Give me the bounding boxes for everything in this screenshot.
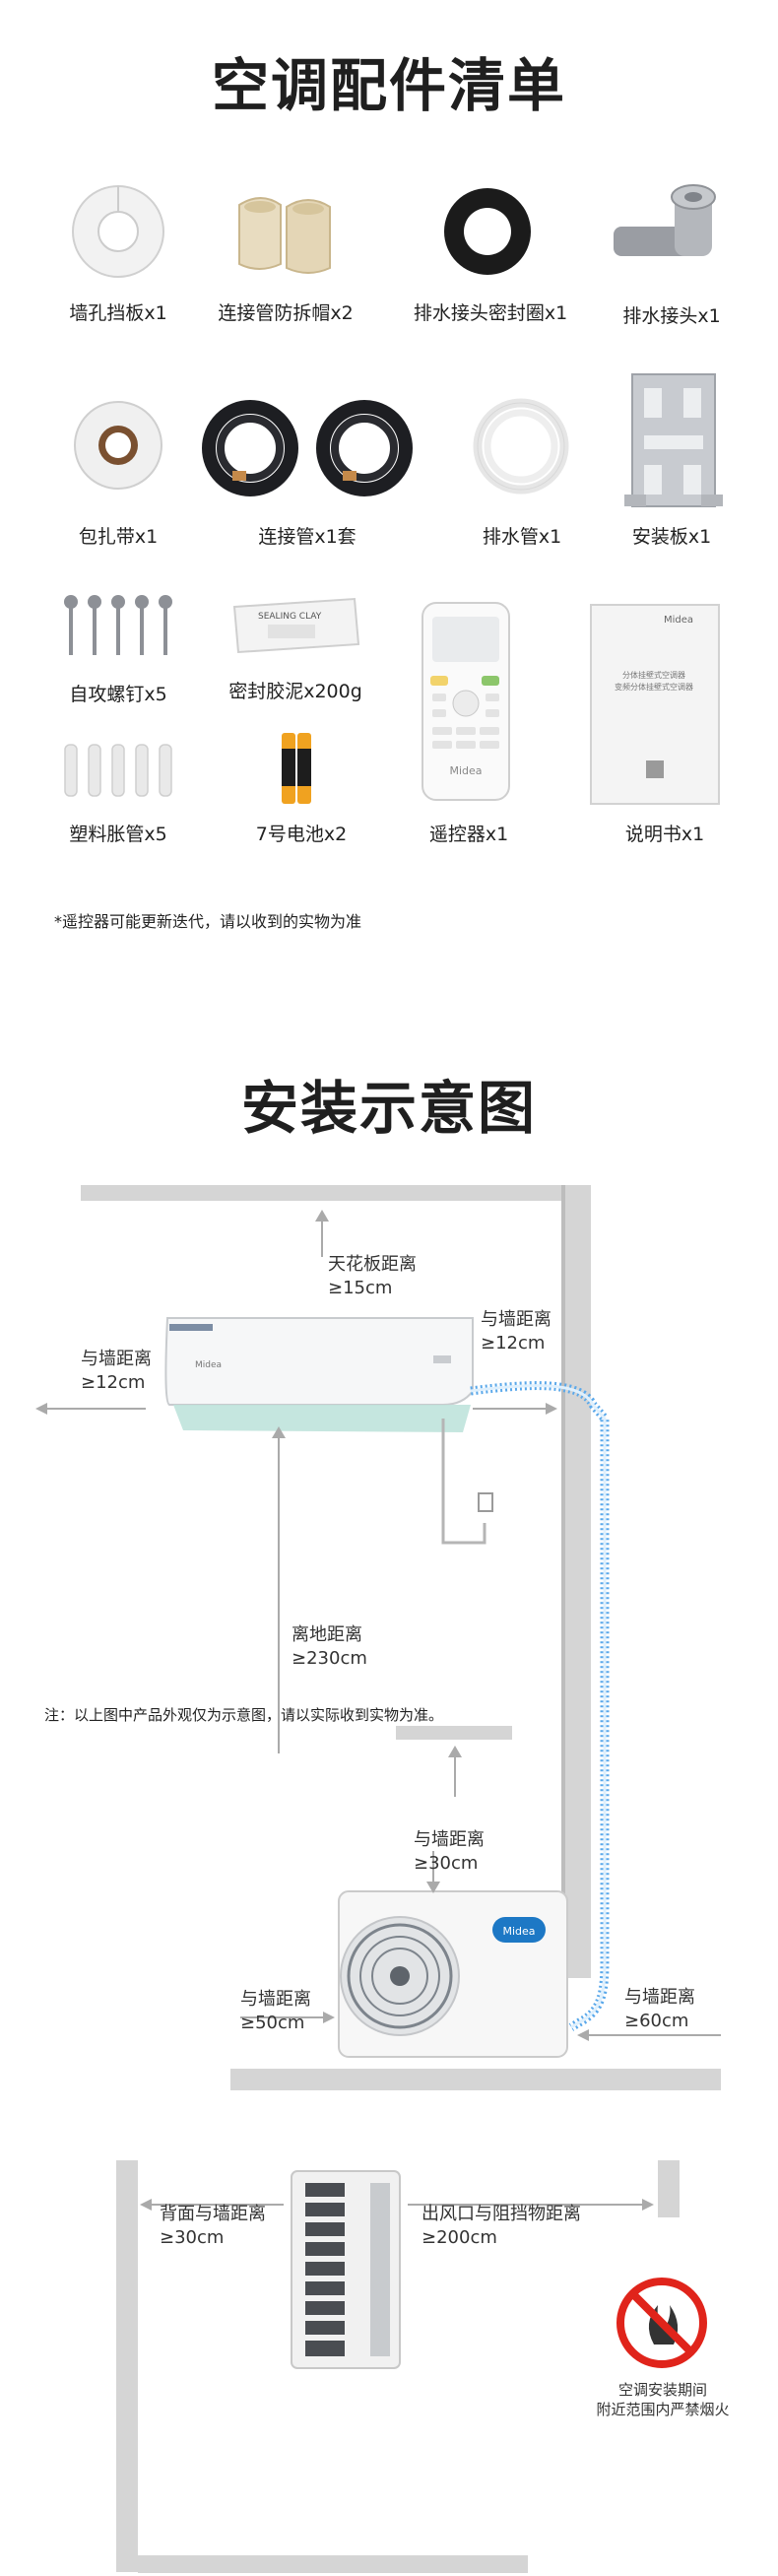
screws-icon — [64, 595, 172, 655]
manual-line-2: 变频分体挂壁式空调器 — [615, 682, 693, 692]
outlet-distance-label: 出风口与阻挡物距离≥200cm — [421, 2204, 581, 2248]
clay-packet-text: SEALING CLAY — [258, 612, 322, 622]
wall-hole-cover-icon — [72, 185, 164, 278]
manual-line-1: 分体挂壁式空调器 — [622, 670, 685, 680]
floor-distance-label: 离地距离≥230cm — [292, 1624, 367, 1669]
manual-brand: Midea — [664, 615, 693, 626]
drain-pipe-icon — [473, 398, 569, 495]
accessory-label-10: 密封胶泥x200g — [228, 681, 362, 702]
outdoor-right-distance-label: 与墙距离≥60cm — [624, 1987, 695, 2031]
back-wall-distance-label: 背面与墙距离≥30cm — [160, 2204, 266, 2248]
accessories-footnote: *遥控器可能更新迭代，请以收到的实物为准 — [54, 912, 362, 931]
accessory-label-6: 连接管x1套 — [258, 526, 357, 548]
accessory-label-14: 7号电池x2 — [255, 824, 348, 845]
accessory-label-5: 包扎带x1 — [78, 526, 159, 548]
accessory-label-4: 排水接头x1 — [622, 305, 721, 327]
anti-removal-cap-icon — [238, 197, 331, 274]
mounting-plate-icon — [624, 373, 723, 507]
seal-ring-icon — [444, 188, 531, 275]
accessory-label-2: 连接管防拆帽x2 — [218, 302, 354, 324]
accessory-label-1: 墙孔挡板x1 — [69, 302, 167, 324]
remote-brand: Midea — [449, 764, 482, 777]
remote-control-icon: Midea — [421, 602, 510, 801]
outdoor-brand: Midea — [502, 1925, 535, 1938]
outdoor-unit: Midea — [338, 1890, 568, 2058]
binding-tape-icon — [74, 401, 162, 490]
connecting-pipe-icon — [202, 400, 413, 496]
indoor-unit: Midea — [164, 1317, 474, 1432]
accessory-label-11: 遥控器x1 — [428, 824, 509, 845]
ceiling-distance-label: 天花板距离≥15cm — [328, 1254, 417, 1298]
outdoor-top-distance-label: 与墙距离≥30cm — [414, 1829, 485, 1874]
left-wall-distance-label: 与墙距离≥12cm — [81, 1349, 152, 1393]
accessory-label-13: 塑料胀管x5 — [69, 824, 167, 845]
no-fire-warning-icon — [616, 2278, 707, 2368]
outdoor-unit-side-view — [291, 2170, 401, 2369]
installation-diagram: Midea Midea — [35, 1185, 721, 2573]
accessory-label-8: 安装板x1 — [631, 526, 712, 548]
install-title: 安装示意图 — [240, 1075, 537, 1142]
manual-icon: Midea 分体挂壁式空调器 变频分体挂壁式空调器 — [590, 604, 720, 805]
no-fire-warning-text: 空调安装期间附近范围内严禁烟火 — [596, 2381, 730, 2418]
wall-plugs-icon — [64, 744, 172, 797]
drain-connector-icon — [614, 184, 716, 256]
accessory-label-3: 排水接头密封圈x1 — [413, 302, 568, 324]
indoor-brand: Midea — [195, 1360, 222, 1370]
accessory-label-12: 说明书x1 — [624, 824, 705, 845]
accessory-label-7: 排水管x1 — [482, 526, 562, 548]
diagram-note: 注：以上图中产品外观仅为示意图，请以实际收到实物为准。 — [44, 1706, 444, 1724]
battery-icon — [282, 733, 311, 804]
accessory-label-9: 自攻螺钉x5 — [69, 684, 167, 705]
outdoor-left-distance-label: 与墙距离≥50cm — [240, 1989, 311, 2033]
accessories-title: 空调配件清单 — [211, 52, 566, 119]
right-wall-distance-label: 与墙距离≥12cm — [481, 1309, 551, 1354]
sealing-clay-icon: SEALING CLAY — [232, 597, 360, 654]
